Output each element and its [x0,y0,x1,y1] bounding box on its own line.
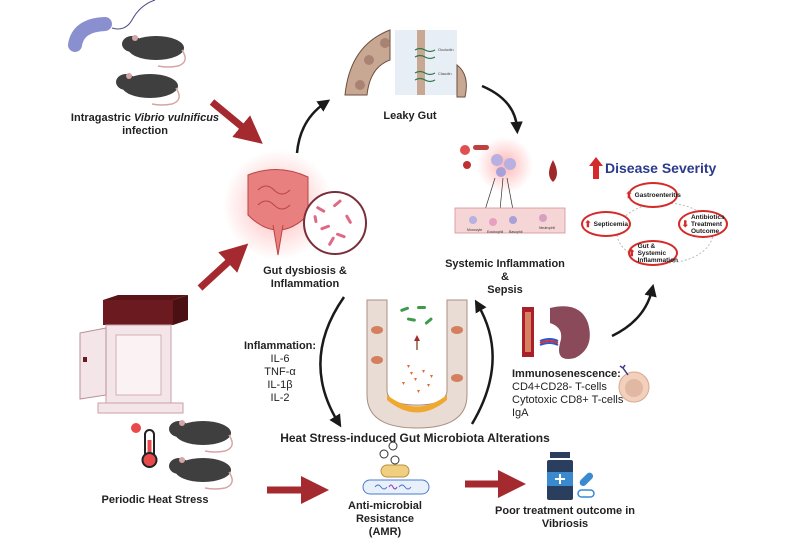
amr-label: Anti-microbial Resistance (AMR) [348,500,422,538]
systemic-inflammation-label: Systemic Inflammation & Sepsis [445,258,565,296]
up-arrow-icon: ⬆ [625,189,633,200]
arrow-immuno-to-severity [611,283,657,338]
blood-vessel-icon [522,307,534,357]
up-arrow-icon: ⬆ [584,218,592,229]
marker-il2: IL-2 [270,392,290,404]
vibrio-bacterium-icon [68,0,156,52]
immuno-item: Cytotoxic CD8+ T-cells [512,394,624,406]
medicine-bottle-icon [547,452,595,500]
mouse-icon [122,35,186,68]
t-cell-icon [618,364,650,403]
claudin-label: Claudin [438,71,452,76]
arrow-microbiota-up [470,299,494,425]
marker-il1b: IL-1β [267,379,293,391]
red-up-arrow-icon [589,157,603,179]
immuno-item: IgA [512,407,529,419]
immunosenescence-list: Immunosenescence: CD4+CD28- T-cells Cyto… [512,368,642,420]
inflammation-markers: Inflammation: IL-6 TNF-α IL-1β IL-2 [240,340,320,405]
severity-antibiotics-outcome: ⬇Antibiotics Treatment Outcome [678,210,728,238]
occludin-label: Occludin [438,47,454,52]
intestinal-crypt-icon [366,299,468,429]
leaky-gut-label: Leaky Gut [383,110,437,122]
arrow-leaky-to-systemic [481,84,523,135]
disease-severity-title: Disease Severity [605,160,717,176]
spleen-icon [539,306,590,359]
heat-stress-label: Periodic Heat Stress [101,494,209,506]
arrow-infection-to-gut [209,99,263,144]
marker-il6: IL-6 [270,353,290,365]
basophil-label: Basophil [509,230,523,234]
bacteria-magnifier-icon [303,191,367,255]
marker-tnfa: TNF-α [264,366,296,378]
arrow-gut-to-leaky [295,99,331,154]
leaky-gut-epithelium-icon [344,29,467,98]
infection-label: Intragastric Vibrio vulnificus infection [70,112,220,137]
immunosenescence-title: Immunosenescence: [512,368,621,380]
severity-septicemia: ⬆Septicemia [581,211,631,237]
poor-outcome-label: Poor treatment outcome in Vibriosis [495,505,635,530]
monocyte-label: Monocyte [467,228,483,232]
immuno-item: CD4+CD28- T-cells [512,381,607,393]
microbiota-label: Heat Stress-induced Gut Microbiota Alter… [280,431,550,445]
neutrophil-label: Neutrophil [539,226,555,230]
systemic-inflammation-icon [454,137,566,234]
arrow-inflammation-down [319,296,346,428]
amr-bacterium-icon [362,441,430,495]
thermometer-icon [131,423,158,468]
gut-dysbiosis-label: Gut dysbiosis & Inflammation [263,265,347,290]
mouse-icon [169,457,233,490]
arrow-heatstress-to-gut [197,243,249,291]
mouse-icon [169,420,233,453]
heat-chamber-icon [79,295,188,414]
eosinophil-label: Eosinophil [487,230,504,234]
severity-gastroenteritis: ⬆Gastroenteritis [625,182,681,208]
up-arrow-icon: ⬆ [628,247,636,258]
down-arrow-icon: ⬇ [681,218,689,229]
mouse-icon [116,73,180,106]
inflammation-title: Inflammation: [243,340,317,352]
severity-gut-systemic-inflammation: ⬆Gut & Systemic Inflammation [628,240,678,266]
